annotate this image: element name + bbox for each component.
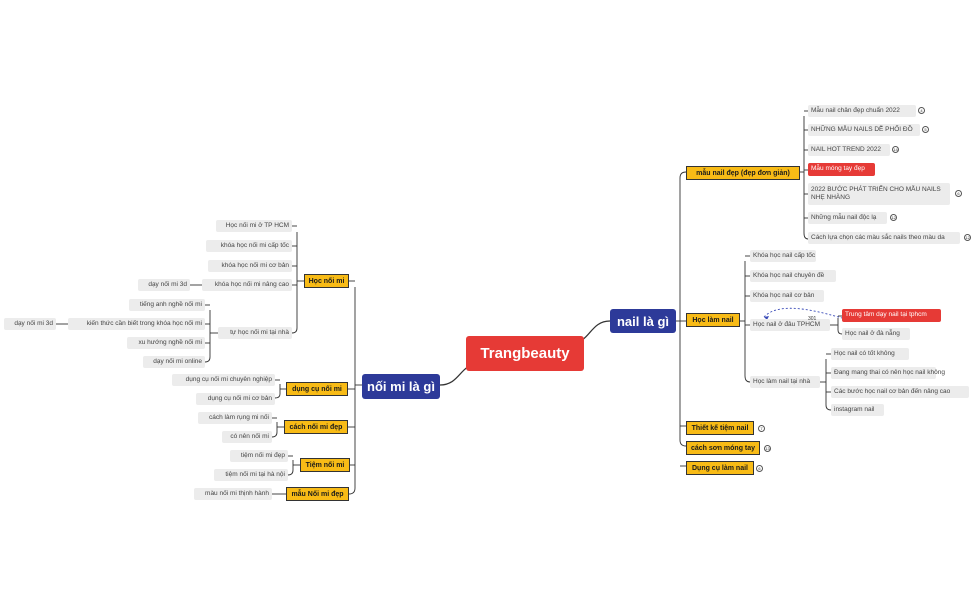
- leaf-tu-hoc-0[interactable]: tiếng anh nghề nối mi: [129, 299, 205, 311]
- leaf-mau-nail-1[interactable]: NHỮNG MẪU NAILS DỄ PHỐI ĐỒ: [808, 124, 920, 136]
- leaf-tai-nha-2[interactable]: Các bước học nail cơ bản đến nâng cao: [831, 386, 969, 398]
- leaf-hoc-noi-mi-1[interactable]: khóa học nối mi cấp tốc: [206, 240, 292, 252]
- leaf-cach-noi-0[interactable]: cách làm rụng mi nối: [198, 412, 272, 424]
- leaf-mau-nail-0[interactable]: Mẫu nail chân đẹp chuẩn 2022: [808, 105, 916, 117]
- branch-noi-mi[interactable]: nối mi là gì: [362, 374, 440, 399]
- leaf-mau-nail-3[interactable]: Mẫu móng tay đẹp: [808, 163, 875, 176]
- leaf-hoc-noi-mi-4[interactable]: tự học nối mi tại nhà: [218, 327, 292, 339]
- topic-count-badge[interactable]: 13: [764, 445, 771, 452]
- leaf-hoc-nail-da-nang[interactable]: Học nail ở đà nẵng: [842, 328, 910, 340]
- leaf-hoc-noi-mi-2[interactable]: khóa học nối mi cơ bản: [208, 260, 292, 272]
- leaf-tiem-1[interactable]: tiệm nối mi tại hà nội: [214, 469, 288, 481]
- relationship-label[interactable]: 301: [808, 316, 817, 322]
- leaf-tai-nha-3[interactable]: instagram nail: [831, 404, 884, 416]
- leaf-dung-cu-0[interactable]: dụng cụ nối mi chuyên nghiệp: [172, 374, 275, 386]
- leaf-hoc-noi-mi-3[interactable]: khóa học nối mi nâng cao: [202, 279, 292, 291]
- topic-count-badge[interactable]: 14: [892, 146, 899, 153]
- leaf-dung-cu-1[interactable]: dụng cụ nối mi cơ bản: [196, 393, 275, 405]
- leaf-hoc-noi-mi-0[interactable]: Học nối mi ở TP HCM: [216, 220, 292, 232]
- topic-cach-noi-mi[interactable]: cách nối mi đẹp: [284, 420, 348, 434]
- leaf-cach-noi-1[interactable]: có nên nối mi: [222, 431, 272, 443]
- topic-count-badge[interactable]: 6: [756, 465, 763, 472]
- leaf-trung-tam-day-nail[interactable]: Trung tâm dạy nail tại tphcm: [842, 309, 941, 322]
- topic-thiet-ke[interactable]: Thiết kế tiệm nail: [686, 421, 754, 435]
- topic-count-badge[interactable]: 12: [890, 214, 897, 221]
- leaf-mau-nail-6[interactable]: Cách lựa chọn các màu sắc nails theo màu…: [808, 232, 960, 244]
- leaf-mau-nail-5[interactable]: Những mẫu nail độc lạ: [808, 212, 887, 224]
- topic-mau-noi-mi[interactable]: mẫu Nối mi đẹp: [286, 487, 349, 501]
- topic-tiem-noi-mi[interactable]: Tiệm nối mi: [300, 458, 350, 472]
- leaf-mau-nail-2[interactable]: NAIL HOT TREND 2022: [808, 144, 890, 156]
- leaf-hoc-nail-o-dau[interactable]: Học nail ở đâu TPHCM: [750, 319, 830, 331]
- central-topic[interactable]: Trangbeauty: [466, 336, 584, 371]
- leaf-day-noi-mi-3d[interactable]: dạy nối mi 3d: [138, 279, 190, 291]
- leaf-hoc-nail-tai-nha[interactable]: Học làm nail tại nhà: [750, 376, 820, 388]
- topic-hoc-noi-mi[interactable]: Học nối mi: [304, 274, 349, 288]
- leaf-hoc-nail-0[interactable]: Khóa học nail cấp tốc: [750, 250, 816, 262]
- leaf-day-noi-mi-3d-2[interactable]: dạy nối mi 3d: [4, 318, 56, 330]
- leaf-mau-noi-mi-0[interactable]: màu nối mi thịnh hành: [194, 488, 272, 500]
- topic-cach-son[interactable]: cách sơn móng tay: [686, 441, 760, 455]
- leaf-hoc-nail-1[interactable]: Khóa học nail chuyên đề: [750, 270, 836, 282]
- topic-count-badge[interactable]: 7: [758, 425, 765, 432]
- topic-hoc-lam-nail[interactable]: Học làm nail: [686, 313, 740, 327]
- topic-count-badge[interactable]: 6: [955, 190, 962, 197]
- topic-mau-nail[interactable]: mẫu nail đẹp (đẹp đơn giản): [686, 166, 800, 180]
- leaf-tu-hoc-3[interactable]: dạy nối mi online: [143, 356, 205, 368]
- leaf-mau-nail-4[interactable]: 2022 BƯỚC PHÁT TRIỂN CHO MẪU NAILS NHẸ N…: [808, 183, 950, 205]
- topic-dung-cu-noi-mi[interactable]: dụng cụ nối mi: [286, 382, 348, 396]
- branch-nail[interactable]: nail là gì: [610, 309, 676, 333]
- topic-count-badge[interactable]: 5: [922, 126, 929, 133]
- topic-dung-cu-nail[interactable]: Dụng cụ làm nail: [686, 461, 754, 475]
- leaf-tiem-0[interactable]: tiệm nối mi đẹp: [230, 450, 288, 462]
- leaf-tu-hoc-1[interactable]: kiến thức cần biết trong khóa học nối mi: [68, 318, 205, 330]
- leaf-tai-nha-1[interactable]: Đang mang thai có nên học nail không: [831, 367, 945, 379]
- leaf-tai-nha-0[interactable]: Học nail có tốt không: [831, 348, 909, 360]
- topic-count-badge[interactable]: 12: [964, 234, 971, 241]
- leaf-tu-hoc-2[interactable]: xu hướng nghề nối mi: [127, 337, 205, 349]
- leaf-hoc-nail-2[interactable]: Khóa học nail cơ bản: [750, 290, 824, 302]
- topic-count-badge[interactable]: 4: [918, 107, 925, 114]
